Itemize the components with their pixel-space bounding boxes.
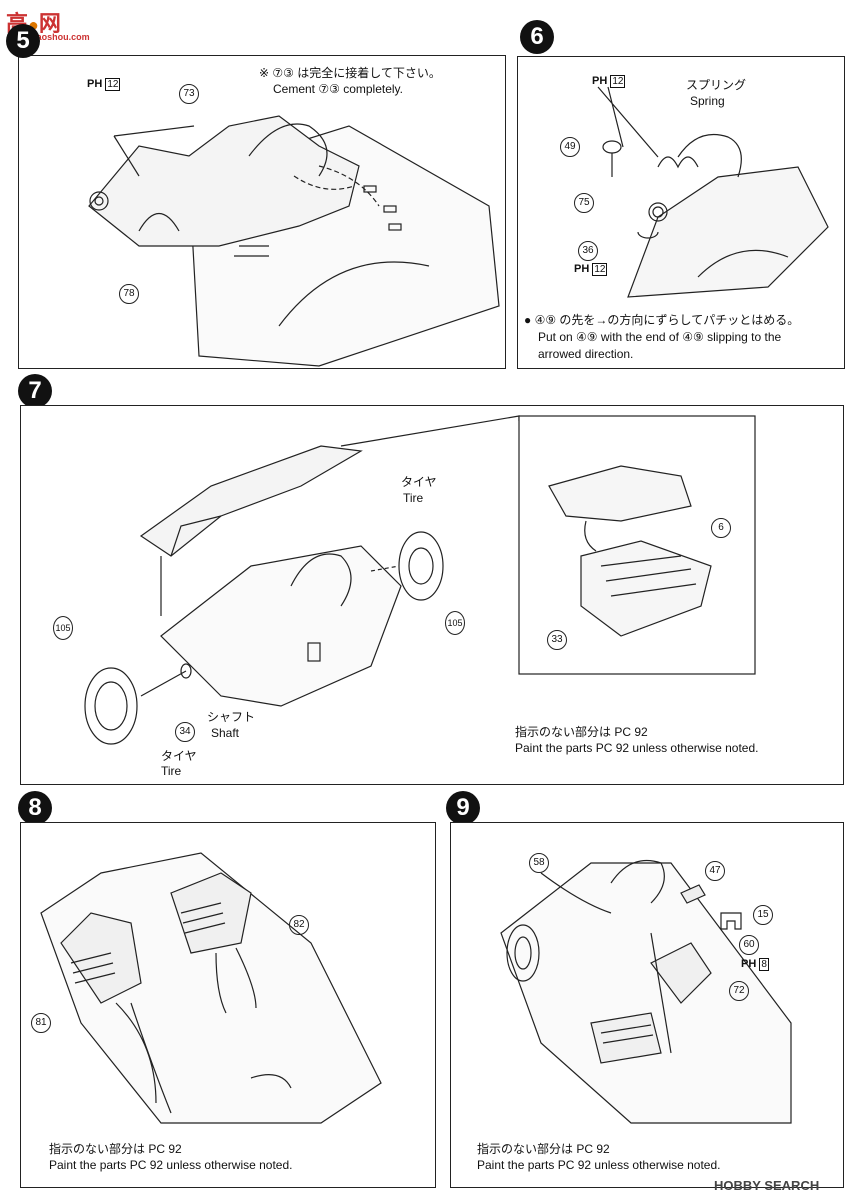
step-8-diagram (40, 852, 382, 1124)
step-7-note-en: Paint the parts PC 92 unless otherwise n… (515, 741, 759, 755)
paint-code-ph: PH (574, 263, 590, 275)
part-49-label: 49 (560, 137, 580, 157)
step-7-panel: タイヤ Tire 105 105 34 シャフト Shaft タイヤ Tire … (20, 405, 844, 785)
step-9-note-jp: 指示のない部分は PC 92 (477, 1142, 610, 1156)
tire-label-jp-bottom: タイヤ (161, 749, 197, 763)
part-72-label: 72 (729, 981, 749, 1001)
step-8-note-en: Paint the parts PC 92 unless otherwise n… (49, 1158, 293, 1172)
step-9-ph-label: PH 8 (741, 958, 769, 971)
step-6-note-en-1: Put on ④⑨ with the end of ④⑨ slipping to… (538, 330, 782, 344)
step-9-panel: 58 47 15 60 PH 8 72 指示のない部分は PC 92 Paint… (450, 822, 844, 1188)
step-5-number: 5 (6, 24, 40, 58)
part-75-label: 75 (574, 193, 594, 213)
part-78-label: 78 (119, 284, 139, 304)
shaft-label-en: Shaft (211, 726, 240, 740)
step-6-note-en-2: arrowed direction. (538, 347, 634, 361)
part-47-label: 47 (705, 861, 725, 881)
step-9-note-en: Paint the parts PC 92 unless otherwise n… (477, 1158, 721, 1172)
step-9-number: 9 (446, 791, 480, 825)
part-6-label: 6 (711, 518, 731, 538)
step-7-number: 7 (18, 374, 52, 408)
part-34-label: 34 (175, 722, 195, 742)
step-5-note-jp: ※ ⑦③ は完全に接着して下さい。 (259, 66, 441, 80)
tire-label-en-top: Tire (403, 491, 424, 505)
step-6-panel: PH 12 スプリング Spring 49 75 36 PH 12 ● ④⑨ の… (517, 56, 845, 369)
tire-label-en-bottom: Tire (161, 764, 182, 778)
paint-number-box: 12 (610, 75, 626, 88)
step-6-diagram (597, 86, 829, 298)
step-6-number: 6 (520, 20, 554, 54)
step-7-note-jp: 指示のない部分は PC 92 (515, 725, 648, 739)
part-105-label-left: 105 (53, 616, 73, 640)
paint-code-ph: PH (592, 75, 608, 87)
spring-label-en: Spring (690, 94, 725, 108)
step-8-number: 8 (18, 791, 52, 825)
step-5-note-en: Cement ⑦③ completely. (273, 82, 404, 96)
part-58-label: 58 (529, 853, 549, 873)
paint-code-ph: PH (741, 958, 757, 970)
watermark-dot: ● (28, 15, 39, 35)
part-81-label: 81 (31, 1013, 51, 1033)
paint-number-box: 8 (759, 958, 769, 971)
paint-code-ph: PH (87, 78, 103, 90)
part-82-label: 82 (289, 915, 309, 935)
step-6-note-jp: ● ④⑨ の先を→の方向にずらしてパチッとはめる。 (524, 313, 800, 327)
watermark-url: www.gaoshou.com (8, 32, 90, 42)
step-5-diagram (88, 115, 500, 367)
shaft-label-jp: シャフト (207, 710, 256, 724)
tire-label-jp-top: タイヤ (401, 475, 437, 489)
step-7-diagram (84, 415, 756, 745)
part-15-label: 15 (753, 905, 773, 925)
spring-label-jp: スプリング (686, 78, 747, 92)
step-6-ph-label-top: PH 12 (592, 75, 626, 88)
step-8-note-jp: 指示のない部分は PC 92 (49, 1142, 182, 1156)
hobby-search-watermark: HOBBY SEARCH (714, 1178, 820, 1193)
paint-number-box: 12 (592, 263, 608, 276)
step-9-diagram (500, 859, 792, 1124)
part-73-label: 73 (179, 84, 199, 104)
part-36-label: 36 (578, 241, 598, 261)
part-33-label: 33 (547, 630, 567, 650)
part-60-label: 60 (739, 935, 759, 955)
step-5-panel: PH 12 73 78 ※ ⑦③ は完全に接着して下さい。 Cement ⑦③ … (18, 55, 506, 369)
part-105-label-right: 105 (445, 611, 465, 635)
step-5-ph-label: PH 12 (87, 78, 121, 91)
watermark-char-2: 网 (38, 11, 61, 36)
step-8-panel: 82 81 指示のない部分は PC 92 Paint the parts PC … (20, 822, 436, 1188)
paint-number-box: 12 (105, 78, 121, 91)
step-6-ph-label-bottom: PH 12 (574, 263, 608, 276)
